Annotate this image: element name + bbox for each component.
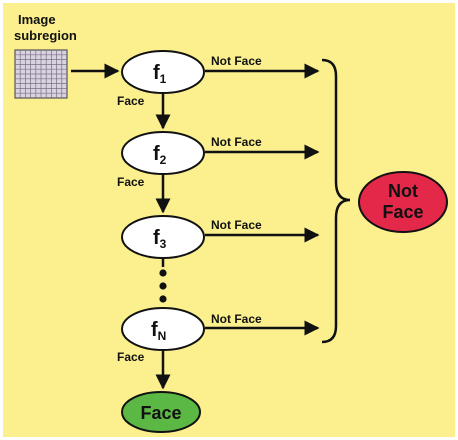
stage-f3-sub: 3 xyxy=(160,237,167,251)
reject-label-3: Not Face xyxy=(211,218,262,232)
input-label-line1: Image xyxy=(18,12,56,27)
reject-label-2: Not Face xyxy=(211,135,262,149)
svg-text:f1: f1 xyxy=(153,62,167,86)
svg-text:fN: fN xyxy=(151,319,166,343)
svg-text:f2: f2 xyxy=(153,143,167,167)
stage-f1-sub: 1 xyxy=(160,72,167,86)
stage-f3: f3 xyxy=(121,215,205,259)
stage-fN: fN xyxy=(121,307,205,351)
pass-label-2: Face xyxy=(117,175,145,189)
stage-f1-name: f xyxy=(153,62,160,84)
stage-f3-name: f xyxy=(153,227,160,249)
not-face-line1: Not xyxy=(388,181,418,201)
stage-f2-name: f xyxy=(153,143,160,165)
ellipsis-dot-3 xyxy=(159,295,167,303)
pass-label-final: Face xyxy=(117,350,145,364)
ellipsis-dot-1 xyxy=(159,269,167,277)
image-subregion-icon xyxy=(14,49,68,99)
stage-fN-sub: N xyxy=(158,329,167,343)
reject-label-4: Not Face xyxy=(211,312,262,326)
stage-f2: f2 xyxy=(121,131,205,175)
ellipsis-dot-2 xyxy=(159,282,167,290)
stage-f2-sub: 2 xyxy=(160,153,167,167)
stage-f1: f1 xyxy=(121,50,205,94)
face-output: Face xyxy=(121,391,201,433)
svg-text:f3: f3 xyxy=(153,227,167,251)
face-output-label: Face xyxy=(140,403,181,423)
not-face-line2: Face xyxy=(382,202,423,222)
reject-brace xyxy=(321,58,351,344)
stage-fN-name: f xyxy=(151,319,158,341)
input-label-line2: subregion xyxy=(14,28,77,43)
not-face-output: Not Face xyxy=(358,171,448,233)
pass-label-1: Face xyxy=(117,94,145,108)
reject-label-1: Not Face xyxy=(211,54,262,68)
